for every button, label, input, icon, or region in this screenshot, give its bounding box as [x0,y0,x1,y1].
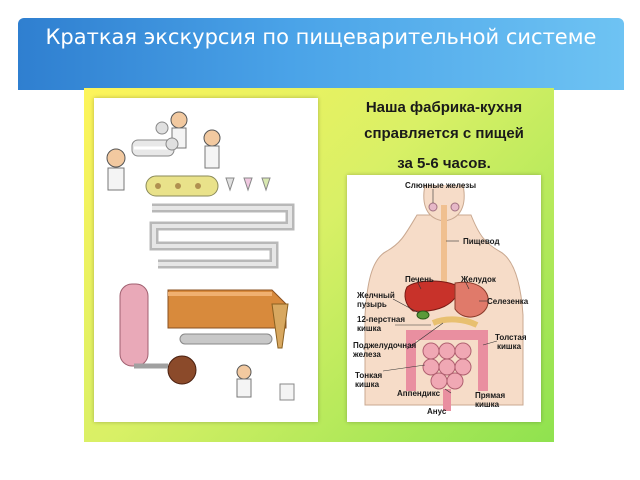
caption-text: Наша фабрика-кухня справляется с пищей з… [346,95,542,177]
label-liver: Печень [405,275,434,284]
label-rectum-2: кишка [475,400,500,409]
label-anus: Анус [427,407,447,416]
caption-line-1: Наша фабрика-кухня [365,99,523,116]
label-esophagus: Пищевод [463,237,500,246]
label-gallbladder-1: Желчный [357,291,395,300]
slide-title: Краткая экскурсия по пищеварительной сис… [45,25,597,49]
caption-line-3: за 5-6 часов. [397,155,491,172]
label-duodenum-2: кишка [357,324,382,333]
label-appendix: Аппендикс [397,389,441,398]
factory-illustration [94,98,318,422]
label-small-intestine-2: кишка [355,380,380,389]
label-salivary-glands: Слюнные железы [405,181,477,190]
label-colon-1: Толстая [495,333,527,342]
label-stomach: Желудок [461,275,496,284]
label-pancreas-1: Поджелудочная [353,341,417,350]
digestive-diagram: Слюнные железы Пищевод Печень Желудок Же… [347,175,541,422]
label-duodenum-1: 12-перстная [357,315,406,324]
label-pancreas-2: железа [353,350,381,359]
label-gallbladder-2: пузырь [357,300,387,309]
label-spleen: Селезенка [487,297,529,306]
caption-line-2: справляется с пищей [364,125,524,142]
label-colon-2: кишка [497,342,522,351]
title-bar [18,18,624,90]
label-small-intestine-1: Тонкая [355,371,383,380]
label-rectum-1: Прямая [475,391,506,400]
